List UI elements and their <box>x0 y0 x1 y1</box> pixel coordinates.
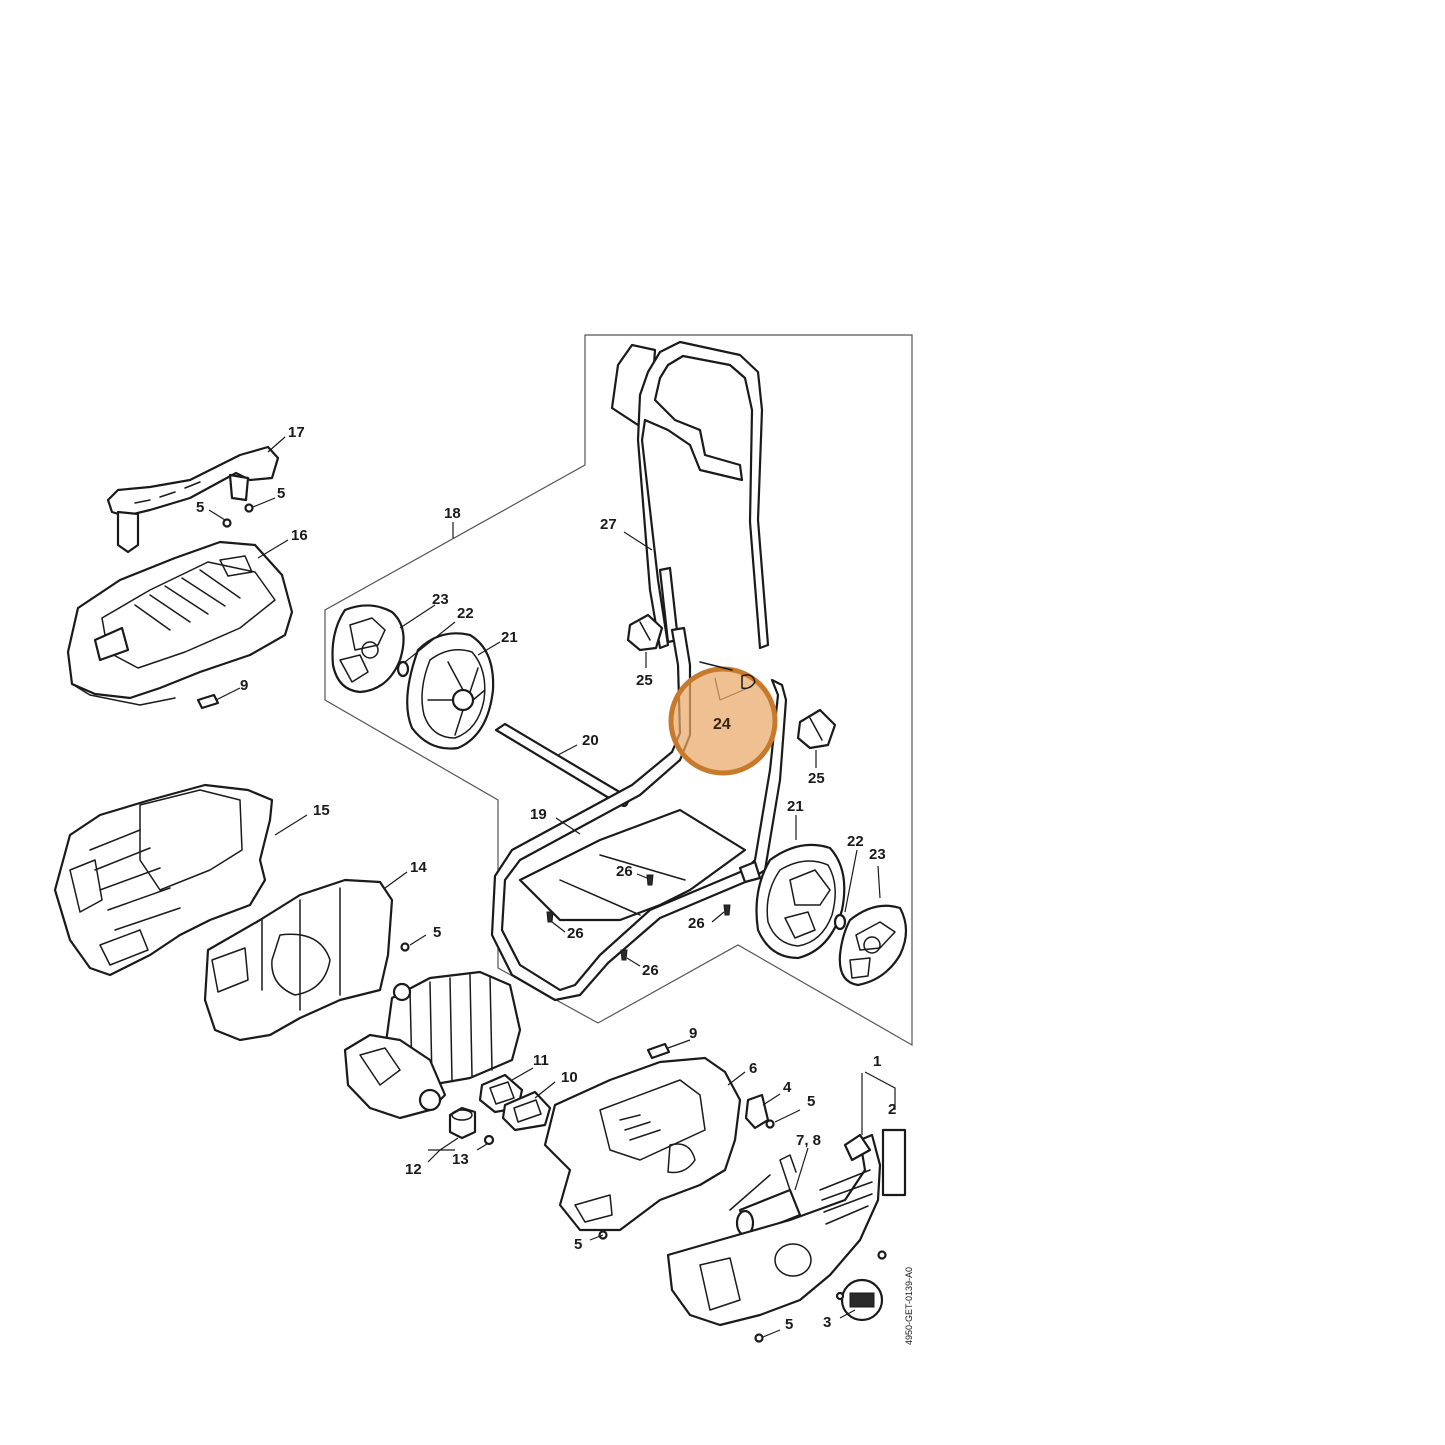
part-coupling-12[interactable] <box>448 1106 477 1140</box>
part-clip-left[interactable] <box>626 613 664 652</box>
part-wheel-left[interactable] <box>406 632 495 750</box>
part-washer-left[interactable] <box>396 660 410 678</box>
part-upper-handle-tube[interactable] <box>610 340 770 650</box>
part-filter-10[interactable] <box>501 1090 552 1132</box>
part-clip-right[interactable] <box>796 708 837 750</box>
callout-22-right: 22 <box>847 833 864 850</box>
callout-12: 12 <box>405 1161 422 1178</box>
callout-20: 20 <box>582 732 599 749</box>
callout-18: 18 <box>444 505 461 522</box>
callout-13: 13 <box>452 1151 469 1168</box>
part-switch[interactable] <box>744 1093 770 1130</box>
callout-9-upper: 9 <box>240 677 248 694</box>
callout-3: 3 <box>823 1314 831 1331</box>
part-wheel-right[interactable] <box>755 843 846 960</box>
callout-17: 17 <box>288 424 305 441</box>
callout-16: 16 <box>291 527 308 544</box>
callout-27: 27 <box>600 516 617 533</box>
callout-2: 2 <box>888 1101 896 1118</box>
part-motor-pump[interactable] <box>343 970 522 1120</box>
part-axle[interactable] <box>494 722 630 808</box>
callout-26-a: 26 <box>616 863 633 880</box>
callout-14: 14 <box>410 859 427 876</box>
callout-5-handle-left: 5 <box>196 499 204 516</box>
part-washer-right[interactable] <box>833 913 847 931</box>
callout-19: 19 <box>530 806 547 823</box>
callout-25-left: 25 <box>636 672 653 689</box>
screw-base-b[interactable] <box>546 911 554 923</box>
screw-cover-bottom[interactable] <box>754 1333 764 1343</box>
callout-26-d: 26 <box>642 962 659 979</box>
screw-cover-right[interactable] <box>877 1250 887 1260</box>
part-lower-housing[interactable] <box>543 1056 742 1232</box>
callout-5-housing: 5 <box>433 924 441 941</box>
callout-9-lower: 9 <box>689 1025 697 1042</box>
part-inner-housing[interactable] <box>203 878 394 1042</box>
callout-25-right: 25 <box>808 770 825 787</box>
callout-26-c: 26 <box>688 915 705 932</box>
leader-lines <box>208 436 896 1338</box>
callout-4: 4 <box>783 1079 792 1096</box>
screw-housing-14[interactable] <box>400 942 410 952</box>
callout-21-right: 21 <box>787 798 804 815</box>
part-front-cover[interactable] <box>666 1133 882 1327</box>
screw-handle-right[interactable] <box>244 503 254 513</box>
screw-base-d[interactable] <box>620 949 628 961</box>
part-housing-shell[interactable] <box>53 783 274 977</box>
callout-26-b: 26 <box>567 925 584 942</box>
callout-23-right: 23 <box>869 846 886 863</box>
part-pin-24[interactable] <box>699 661 756 690</box>
callout-21-left: 21 <box>501 629 518 646</box>
screw-base-a[interactable] <box>646 874 654 886</box>
callout-10: 10 <box>561 1069 578 1086</box>
part-hub-cap-right[interactable] <box>838 904 908 987</box>
highlight-marker-circle[interactable] <box>668 666 778 776</box>
callout-6: 6 <box>749 1060 757 1077</box>
screw-cover-left[interactable] <box>835 1291 845 1301</box>
callout-5-lower-left: 5 <box>574 1236 582 1253</box>
callout-5-switch: 5 <box>807 1093 815 1110</box>
part-logo-badge[interactable] <box>840 1278 884 1322</box>
callout-15: 15 <box>313 802 330 819</box>
part-top-cover[interactable] <box>66 540 294 706</box>
callout-7-8: 7, 8 <box>796 1132 821 1149</box>
screw-base-c[interactable] <box>723 904 731 916</box>
part-pin-lower[interactable] <box>646 1042 671 1060</box>
screw-handle-left[interactable] <box>222 518 232 528</box>
screw-switch[interactable] <box>765 1119 775 1129</box>
callout-5-handle-right: 5 <box>277 485 285 502</box>
callout-11: 11 <box>533 1052 549 1069</box>
part-label[interactable] <box>881 1128 907 1197</box>
part-oring-13[interactable] <box>483 1134 495 1146</box>
part-hub-cap-left[interactable] <box>331 604 405 694</box>
callout-22-left: 22 <box>457 605 474 622</box>
assembly-frame-outline <box>324 334 913 1047</box>
callout-23-left: 23 <box>432 591 449 608</box>
part-base-frame[interactable] <box>490 626 788 1002</box>
highlight-label-24: 24 <box>713 716 731 733</box>
document-reference: 4950-GET-0139-A0 <box>904 1267 914 1345</box>
part-carry-handle[interactable] <box>106 445 280 554</box>
callout-5-cover-bottom: 5 <box>785 1316 793 1333</box>
part-pin-upper[interactable] <box>196 693 220 710</box>
callout-1: 1 <box>873 1053 881 1070</box>
